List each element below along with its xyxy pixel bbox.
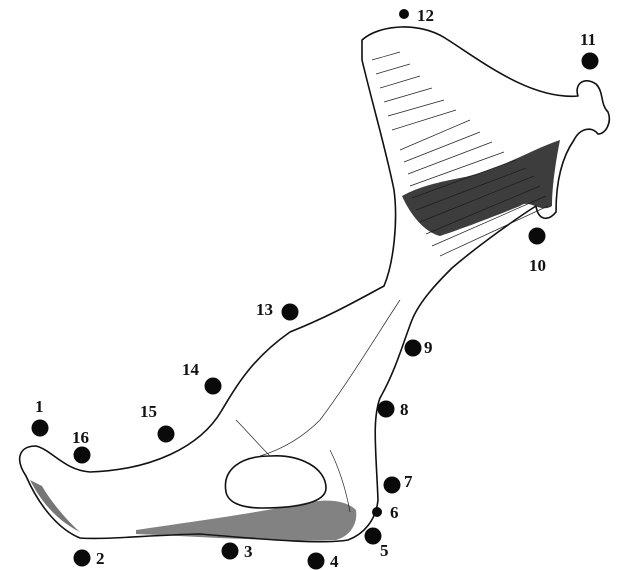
landmark-16: 16 [72, 428, 91, 464]
bone-outline [20, 27, 610, 542]
landmark-6-dot [372, 507, 382, 517]
landmark-2-label: 2 [96, 549, 105, 568]
landmark-7-dot [384, 477, 401, 494]
landmark-10-dot [529, 228, 546, 245]
landmark-15-label: 15 [140, 402, 157, 421]
landmark-13-dot [282, 304, 299, 321]
landmark-9-label: 9 [424, 338, 433, 357]
landmark-13: 13 [256, 300, 299, 321]
landmark-12: 12 [399, 6, 434, 25]
landmark-1: 1 [32, 397, 49, 437]
landmark-11-label: 11 [580, 30, 596, 49]
bone-drawing [20, 27, 610, 542]
landmark-4: 4 [308, 552, 340, 570]
landmark-8: 8 [378, 400, 409, 419]
landmark-14-dot [205, 378, 222, 395]
landmark-9-dot [405, 340, 422, 357]
landmark-10-label: 10 [529, 256, 546, 275]
landmark-15: 15 [140, 402, 175, 443]
landmark-12-dot [399, 9, 409, 19]
landmark-14-label: 14 [182, 360, 200, 379]
landmark-16-dot [74, 447, 91, 464]
landmark-2-dot [74, 550, 91, 567]
landmark-11-dot [582, 53, 599, 70]
landmark-5-dot [365, 528, 382, 545]
landmark-2: 2 [74, 549, 105, 568]
landmark-5-label: 5 [380, 541, 389, 560]
landmark-8-label: 8 [400, 400, 409, 419]
landmark-7-label: 7 [404, 472, 413, 491]
landmark-3-label: 3 [244, 542, 253, 561]
landmark-13-label: 13 [256, 300, 273, 319]
landmark-12-label: 12 [417, 6, 434, 25]
landmark-5: 5 [365, 528, 389, 561]
landmark-16-label: 16 [72, 428, 89, 447]
landmark-8-dot [378, 401, 395, 418]
landmark-3: 3 [222, 542, 253, 561]
landmark-3-dot [222, 543, 239, 560]
landmark-14: 14 [182, 360, 222, 395]
landmark-9: 9 [405, 338, 433, 357]
landmark-1-dot [32, 420, 49, 437]
landmark-1-label: 1 [35, 397, 44, 416]
landmark-15-dot [158, 426, 175, 443]
landmark-4-label: 4 [330, 552, 339, 570]
landmark-11: 11 [580, 30, 599, 70]
landmark-4-dot [308, 553, 325, 570]
landmark-7: 7 [384, 472, 414, 494]
landmark-10: 10 [529, 228, 547, 276]
landmark-6-label: 6 [390, 503, 399, 522]
